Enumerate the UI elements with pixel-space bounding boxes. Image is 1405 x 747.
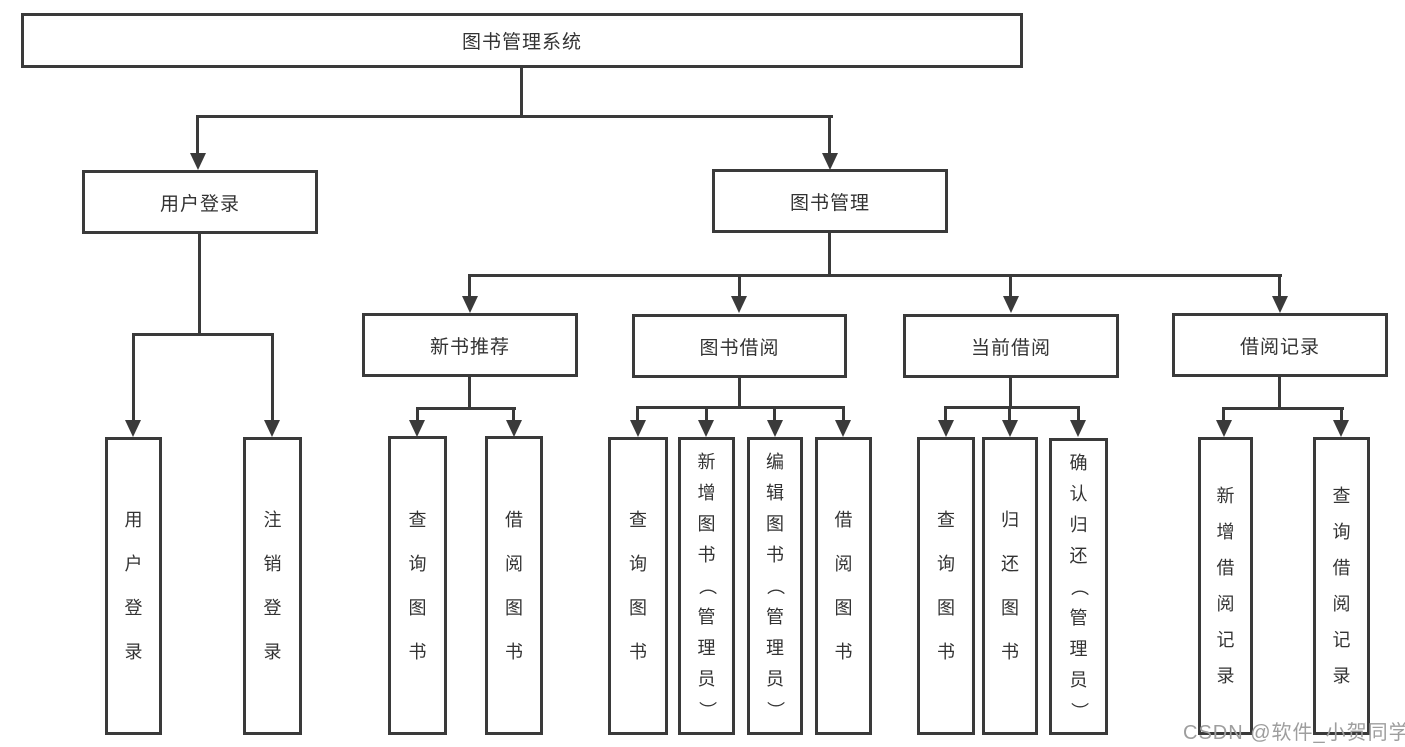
arrow-down-icon — [1216, 420, 1232, 445]
connector-borrow-drop-1 — [636, 406, 639, 423]
connector-records-drop-1 — [1222, 407, 1225, 423]
leaf-current-return-books-label: 归还图书 — [1001, 510, 1019, 662]
leaf-user-login-label: 用户登录 — [124, 510, 143, 662]
arrow-down-icon — [506, 420, 522, 445]
node-book-borrow: 图书借阅 — [632, 314, 847, 378]
arrow-down-icon — [1003, 296, 1019, 321]
connector-login-stem — [198, 234, 201, 336]
node-new-book-recommend: 新书推荐 — [362, 313, 578, 377]
arrow-down-icon — [630, 420, 646, 445]
connector-records-rail — [1222, 407, 1344, 410]
leaf-current-query-books-label: 查询图书 — [937, 510, 955, 662]
leaf-records-add-record-label: 新增借阅记录 — [1216, 486, 1235, 686]
arrow-down-icon — [731, 296, 747, 321]
connector-login-drop-1 — [132, 333, 135, 421]
leaf-borrow-query-books: 查询图书 — [608, 437, 668, 735]
connector-mgmt-drop-3 — [1009, 274, 1012, 298]
connector-recommend-drop-1 — [416, 407, 419, 423]
arrow-down-icon — [698, 420, 714, 445]
connector-borrow-drop-3 — [773, 406, 776, 423]
connector-recommend-rail — [416, 407, 516, 410]
connector-borrow-rail — [636, 406, 845, 409]
connector-current-drop-1 — [944, 406, 947, 423]
connector-records-stem — [1278, 377, 1281, 410]
leaf-borrow-edit-books-admin-label: 编辑图书（管理员） — [765, 452, 785, 719]
leaf-logout-label: 注销登录 — [263, 510, 282, 662]
connector-mgmt-stem — [828, 233, 831, 277]
arrow-down-icon — [264, 420, 280, 445]
arrow-down-icon — [835, 420, 851, 445]
leaf-borrow-add-books-admin-label: 新增图书（管理员） — [696, 452, 717, 719]
leaf-borrow-borrow-books-label: 借阅图书 — [834, 510, 853, 662]
connector-borrow-stem — [738, 378, 741, 409]
leaf-borrow-query-books-label: 查询图书 — [629, 510, 647, 662]
leaf-user-login: 用户登录 — [105, 437, 162, 735]
connector-login-drop-2 — [271, 333, 274, 421]
node-root: 图书管理系统 — [21, 13, 1023, 68]
arrow-down-icon — [1272, 296, 1288, 321]
leaf-recommend-borrow-books-label: 借阅图书 — [505, 509, 523, 662]
leaf-recommend-query-books: 查询图书 — [388, 436, 447, 735]
node-user-login: 用户登录 — [82, 170, 318, 234]
connector-root-drop-right — [828, 115, 831, 156]
connector-current-drop-3 — [1077, 406, 1080, 423]
node-borrow-records: 借阅记录 — [1172, 313, 1388, 377]
arrow-down-icon — [190, 153, 206, 178]
arrow-down-icon — [1002, 420, 1018, 445]
connector-current-drop-2 — [1008, 406, 1011, 423]
leaf-current-return-books: 归还图书 — [982, 437, 1038, 735]
connector-borrow-drop-2 — [705, 406, 708, 423]
connector-mgmt-drop-1 — [468, 274, 471, 298]
arrow-down-icon — [462, 296, 478, 321]
arrow-down-icon — [1333, 420, 1349, 445]
connector-mgmt-drop-2 — [738, 274, 741, 298]
connector-login-rail — [132, 333, 274, 336]
csdn-watermark: CSDN @软件_小贺同学 — [1183, 722, 1405, 744]
connector-root-stem — [520, 68, 523, 117]
node-book-borrow-label: 图书借阅 — [699, 337, 780, 359]
leaf-recommend-query-books-label: 查询图书 — [408, 509, 427, 662]
leaf-logout: 注销登录 — [243, 437, 302, 735]
node-user-login-label: 用户登录 — [159, 193, 240, 215]
node-book-management: 图书管理 — [712, 169, 948, 233]
connector-borrow-drop-4 — [842, 406, 845, 423]
connector-recommend-drop-2 — [512, 407, 515, 423]
arrow-down-icon — [125, 420, 141, 445]
connector-current-rail — [944, 406, 1080, 409]
node-new-book-recommend-label: 新书推荐 — [429, 336, 510, 358]
leaf-recommend-borrow-books: 借阅图书 — [485, 436, 543, 735]
connector-mgmt-drop-4 — [1278, 274, 1281, 298]
arrow-down-icon — [938, 420, 954, 445]
connector-current-stem — [1009, 378, 1012, 409]
connector-root-rail — [196, 115, 833, 118]
arrow-down-icon — [767, 420, 783, 445]
leaf-records-query-record-label: 查询借阅记录 — [1332, 486, 1351, 686]
leaf-borrow-edit-books-admin: 编辑图书（管理员） — [747, 437, 803, 735]
arrow-down-icon — [1070, 420, 1086, 445]
leaf-borrow-borrow-books: 借阅图书 — [815, 437, 872, 735]
node-root-label: 图书管理系统 — [461, 32, 582, 53]
connector-root-drop-left — [196, 115, 199, 156]
node-current-borrow: 当前借阅 — [903, 314, 1119, 378]
connector-records-drop-2 — [1340, 407, 1343, 423]
leaf-borrow-add-books-admin: 新增图书（管理员） — [678, 437, 735, 735]
node-current-borrow-label: 当前借阅 — [970, 337, 1051, 359]
leaf-current-confirm-return-admin-label: 确认归还（管理员） — [1068, 452, 1089, 720]
node-book-management-label: 图书管理 — [789, 192, 870, 214]
connector-recommend-stem — [468, 377, 471, 410]
arrow-down-icon — [822, 153, 838, 178]
leaf-records-add-record: 新增借阅记录 — [1198, 437, 1253, 735]
node-borrow-records-label: 借阅记录 — [1239, 336, 1320, 358]
connector-mgmt-rail — [468, 274, 1282, 277]
leaf-current-confirm-return-admin: 确认归还（管理员） — [1049, 438, 1108, 735]
arrow-down-icon — [409, 420, 425, 445]
leaf-records-query-record: 查询借阅记录 — [1313, 437, 1370, 735]
leaf-current-query-books: 查询图书 — [917, 437, 975, 735]
